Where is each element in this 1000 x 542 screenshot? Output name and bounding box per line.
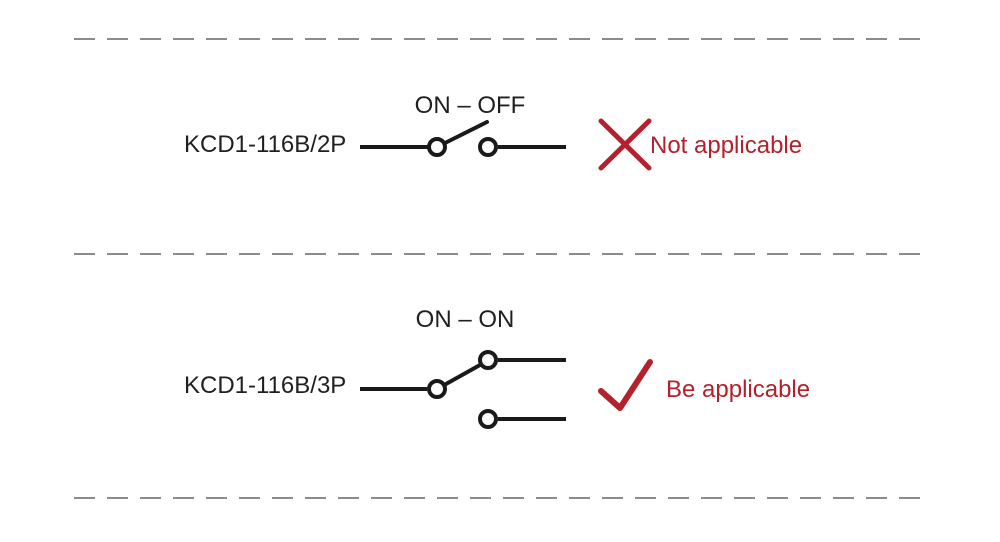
spst-switch-symbol [360,120,566,157]
model-label-2p: KCD1-116B/2P [184,131,347,158]
status-label-not-applicable: Not applicable [650,132,803,159]
dashed-divider-middle [74,253,925,255]
status-label-be-applicable: Be applicable [666,376,811,403]
cross-icon [598,118,652,171]
switch-type-label-on-off: ON – OFF [414,92,526,119]
switch-type-label-on-on: ON – ON [415,306,515,333]
dashed-divider-bottom [74,497,925,499]
spdt-switch-symbol [360,350,566,429]
dashed-divider-top [74,38,925,40]
check-icon [598,359,653,411]
model-label-3p: KCD1-116B/3P [184,372,347,399]
